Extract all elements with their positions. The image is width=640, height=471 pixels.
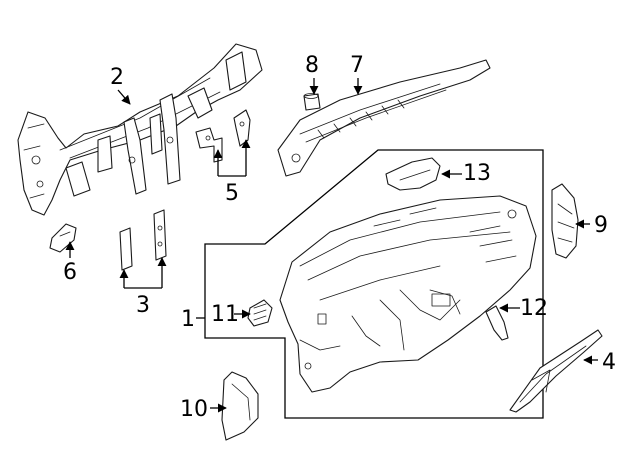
instrument-panel-part[interactable] [279, 195, 537, 393]
callout-2: 2 [110, 65, 124, 90]
finisher-strip-part[interactable] [509, 329, 603, 413]
callout-4: 4 [602, 350, 616, 375]
callout-3: 3 [136, 293, 150, 318]
callout-5: 5 [225, 181, 239, 206]
callout-8: 8 [305, 53, 319, 78]
connector-part[interactable] [485, 305, 509, 341]
callout-7: 7 [350, 53, 364, 78]
callout-6: 6 [63, 260, 77, 285]
callout-11: 11 [211, 302, 239, 327]
callout-1: 1 [181, 307, 195, 332]
side-bracket-part[interactable] [119, 209, 167, 271]
callout-10: 10 [180, 397, 208, 422]
instrument-panel-group [204, 149, 544, 419]
callout-labels: 2 8 7 5 6 3 13 9 1 11 12 4 10 [63, 53, 616, 422]
cross-car-beam-part[interactable] [17, 43, 263, 216]
dash-cover-part[interactable] [385, 157, 441, 191]
side-trim-part[interactable] [551, 183, 579, 259]
plug-part[interactable] [303, 93, 321, 111]
callout-13: 13 [463, 161, 491, 186]
clip-part[interactable] [49, 223, 77, 253]
defroster-panel-part[interactable] [277, 59, 491, 177]
leader-lines [65, 78, 598, 413]
air-vent-part[interactable] [247, 299, 273, 327]
bracket-pair-part[interactable] [195, 109, 251, 163]
callout-9: 9 [594, 213, 608, 238]
callout-12: 12 [520, 296, 548, 321]
end-cap-part[interactable] [221, 371, 259, 441]
